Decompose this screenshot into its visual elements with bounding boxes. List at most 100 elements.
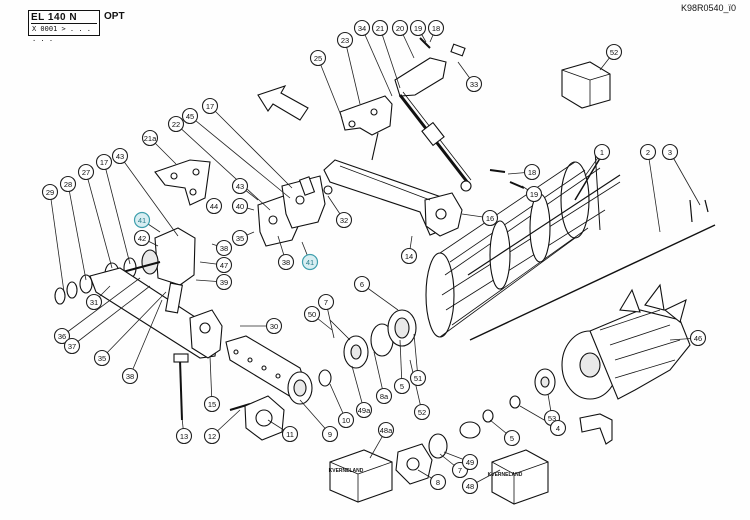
callout-43[interactable]: 43 [231,177,249,195]
callout-31[interactable]: 31 [85,293,103,311]
callout-19[interactable]: 19 [409,19,427,37]
callout-number: 18 [528,168,536,177]
callout-33[interactable]: 33 [465,75,483,93]
callout-30[interactable]: 30 [265,317,283,335]
callout-43[interactable]: 43 [111,147,129,165]
callout-8[interactable]: 8 [429,473,447,491]
callout-41[interactable]: 41 [301,253,319,271]
callout-52[interactable]: 52 [413,403,431,421]
callout-number: 41 [306,258,314,267]
callout-40[interactable]: 40 [231,197,249,215]
callout-circle [215,239,233,257]
callout-28[interactable]: 28 [59,175,77,193]
callout-6[interactable]: 6 [353,275,371,293]
callout-circle [41,183,59,201]
callout-circle [93,349,111,367]
callout-35[interactable]: 35 [231,229,249,247]
callout-38[interactable]: 38 [215,239,233,257]
callout-8a[interactable]: 8a [375,387,393,405]
callout-49a[interactable]: 49a [355,401,373,419]
callout-circle [400,247,418,265]
callout-number: 5 [510,434,514,443]
callout-9[interactable]: 9 [321,425,339,443]
callout-circle [181,107,199,125]
callout-number: 43 [236,182,244,191]
callout-44[interactable]: 44 [205,197,223,215]
callout-38[interactable]: 38 [277,253,295,271]
callout-29[interactable]: 29 [41,183,59,201]
callout-circle [523,163,541,181]
callout-50[interactable]: 50 [303,305,321,323]
callout-5[interactable]: 5 [503,429,521,447]
box-48-label: KVERNELAND [488,472,523,478]
callout-49[interactable]: 49 [461,453,479,471]
callout-2[interactable]: 2 [639,143,657,161]
callout-circle [413,403,431,421]
callout-number: 31 [90,298,98,307]
callout-5[interactable]: 5 [393,377,411,395]
callout-36[interactable]: 36 [53,327,71,345]
callout-circle [231,229,249,247]
callout-number: 4 [556,424,560,433]
callout-circle [301,253,319,271]
callout-number: 48 [466,482,474,491]
callout-14[interactable]: 14 [400,247,418,265]
leader-line-45 [189,115,291,199]
callout-circle [63,337,81,355]
callout-12[interactable]: 12 [203,427,221,445]
callout-23[interactable]: 23 [336,31,354,49]
callout-48a[interactable]: 48a [377,421,395,439]
callout-21a[interactable]: 21a [141,129,159,147]
callout-15[interactable]: 15 [203,395,221,413]
callout-10[interactable]: 10 [337,411,355,429]
callout-number: 47 [220,261,228,270]
callout-1[interactable]: 1 [593,143,611,161]
callout-42[interactable]: 42 [133,229,151,247]
callout-20[interactable]: 20 [391,19,409,37]
callout-48[interactable]: 48 [461,477,479,495]
callout-45[interactable]: 45 [181,107,199,125]
callout-17[interactable]: 17 [95,153,113,171]
callout-18[interactable]: 18 [523,163,541,181]
callout-3[interactable]: 3 [661,143,679,161]
callout-number: 1 [600,148,604,157]
callout-25[interactable]: 25 [309,49,327,67]
callout-circle [391,19,409,37]
callout-52[interactable]: 52 [605,43,623,61]
callout-circle [317,293,335,311]
callout-number: 7 [324,298,328,307]
callout-46[interactable]: 46 [689,329,707,347]
callout-21[interactable]: 21 [371,19,389,37]
callout-number: 18 [432,24,440,33]
callout-22[interactable]: 22 [167,115,185,133]
callout-19[interactable]: 19 [525,185,543,203]
callout-number: 37 [68,342,76,351]
callout-51[interactable]: 51 [409,369,427,387]
callout-17[interactable]: 17 [201,97,219,115]
callout-number: 43 [116,152,124,161]
mounting-plates [257,175,333,247]
callout-11[interactable]: 11 [281,425,299,443]
box-48a-label: KVERNELAND [329,468,364,474]
callout-number: 5 [400,382,404,391]
callout-circle [409,19,427,37]
parts-box-52 [561,61,611,109]
callout-number: 12 [208,432,216,441]
callout-32[interactable]: 32 [335,211,353,229]
callout-35[interactable]: 35 [93,349,111,367]
callout-circle [133,211,151,229]
callout-27[interactable]: 27 [77,163,95,181]
callout-38[interactable]: 38 [121,367,139,385]
callout-18[interactable]: 18 [427,19,445,37]
callout-16[interactable]: 16 [481,209,499,227]
callout-34[interactable]: 34 [353,19,371,37]
callout-41[interactable]: 41 [133,211,151,229]
callout-13[interactable]: 13 [175,427,193,445]
callout-circle [549,419,567,437]
callout-4[interactable]: 4 [549,419,567,437]
callout-circle [593,143,611,161]
callout-47[interactable]: 47 [215,256,233,274]
callout-37[interactable]: 37 [63,337,81,355]
callout-7[interactable]: 7 [317,293,335,311]
callout-39[interactable]: 39 [215,273,233,291]
